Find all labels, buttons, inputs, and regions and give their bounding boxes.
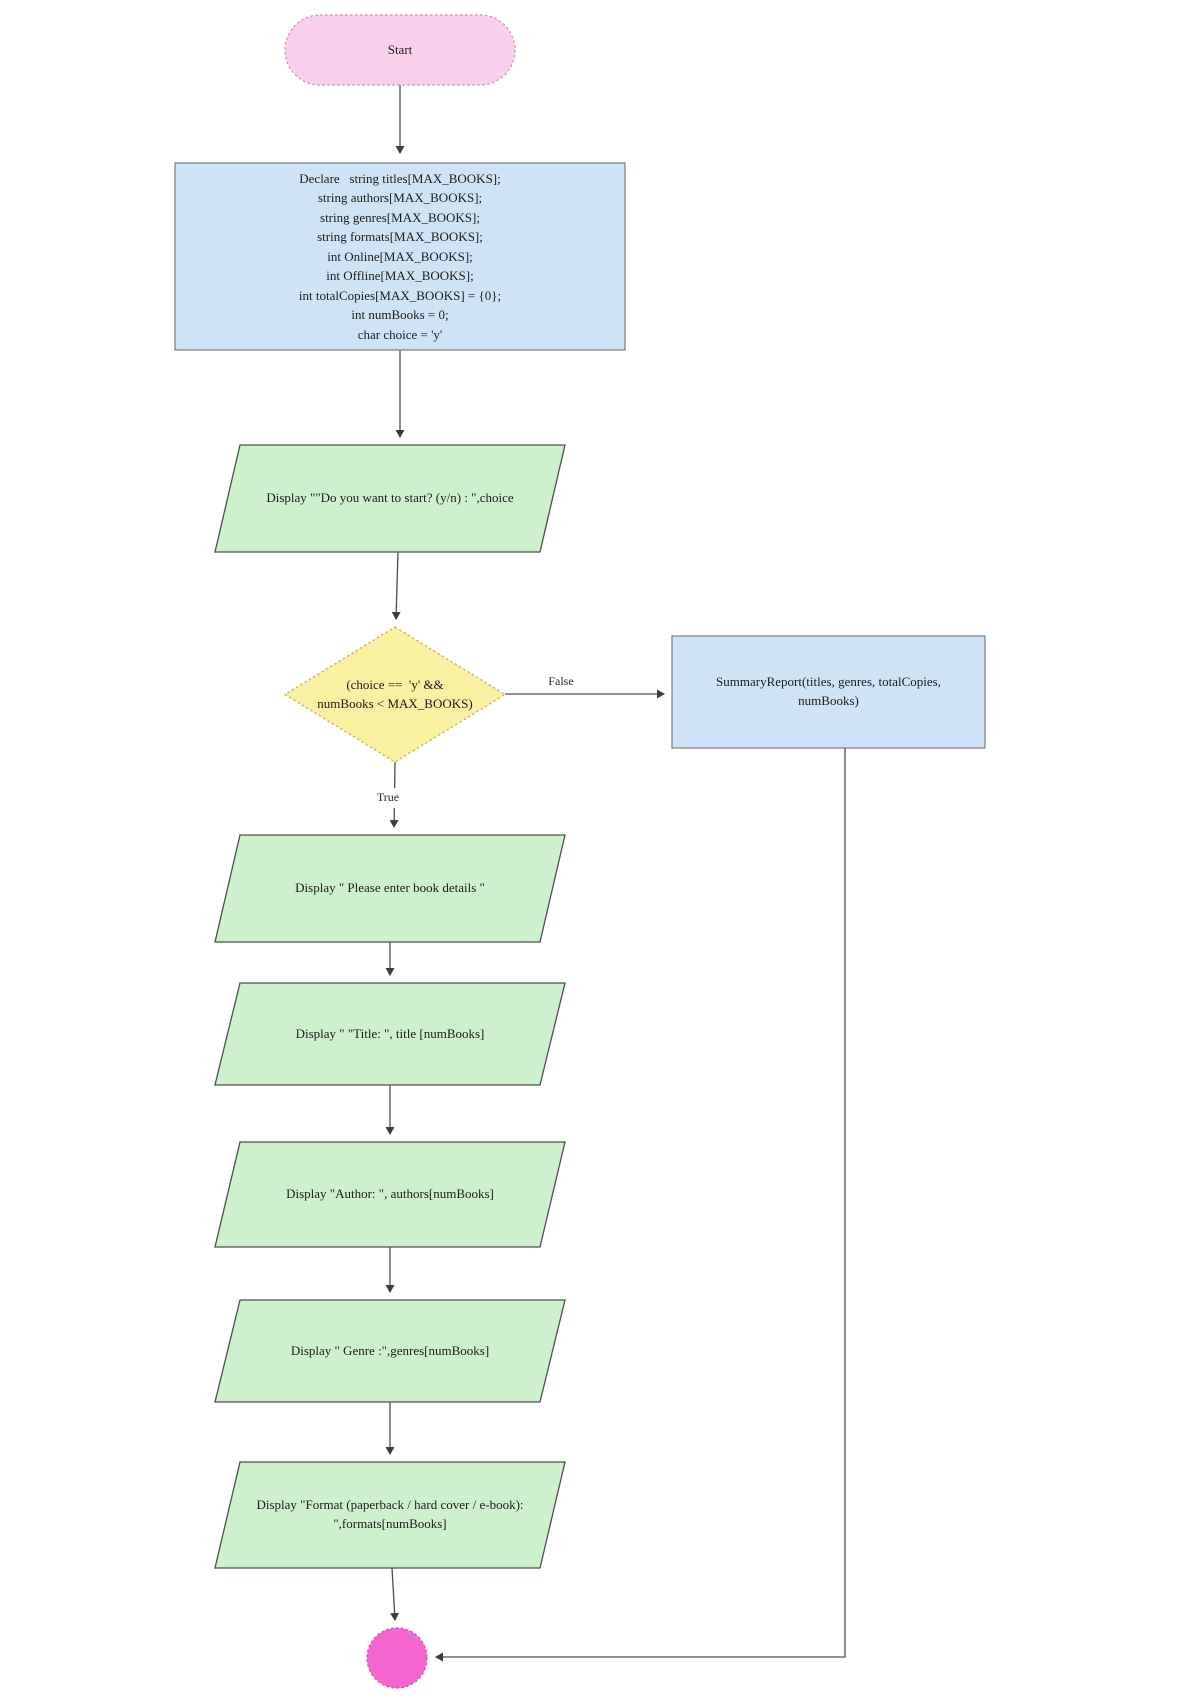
summary-report-process-shape <box>671 635 986 749</box>
edge-format-to-end <box>390 1567 400 1621</box>
prompt-title-io-shape <box>214 982 566 1086</box>
start-terminator-shape <box>284 14 516 86</box>
prompt-details-io-shape <box>214 834 566 943</box>
end-circle-shape <box>366 1627 428 1689</box>
declare-process-shape <box>174 162 626 351</box>
prompt-format-io-shape <box>214 1461 566 1569</box>
loop-condition-decision-shape <box>283 626 507 763</box>
ask-start-io-shape <box>214 444 566 553</box>
edge-summary-to-end <box>435 748 846 1662</box>
prompt-author-io-shape <box>214 1141 566 1248</box>
edge-ask-to-condition <box>391 551 401 620</box>
edge-true-to-details <box>389 761 399 828</box>
prompt-genre-io-shape <box>214 1299 566 1403</box>
